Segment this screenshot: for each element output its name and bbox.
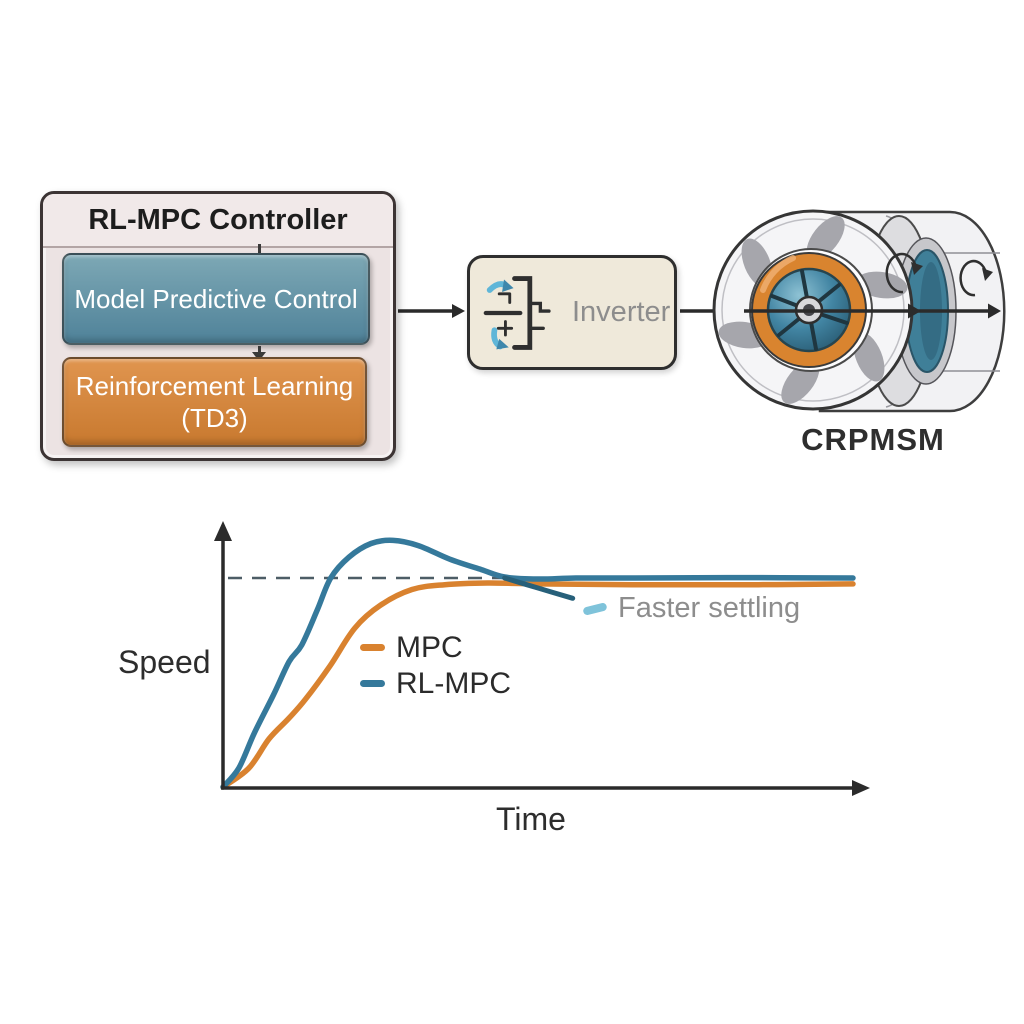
speed-time-chart: [214, 521, 870, 796]
annotation-dash-icon: [582, 601, 608, 616]
legend-entry-rl-mpc: RL-MPC: [360, 667, 511, 700]
legend-swatch-rl-mpc: [360, 680, 385, 687]
legend-swatch-mpc: [360, 644, 385, 651]
inverter-box: Inverter: [467, 255, 677, 370]
annotation-text: Faster settling: [618, 592, 801, 624]
x-axis: [221, 780, 870, 796]
inverter-label: Inverter: [572, 296, 671, 328]
x-axis-label: Time: [496, 801, 566, 837]
controller-to-inverter-arrow: [398, 304, 465, 318]
rotation-arrow-icons: [885, 252, 988, 297]
motor-illustration: [712, 209, 1006, 413]
mpc-to-rl-arrowhead-icon: [252, 352, 266, 361]
legend-entry-mpc: MPC: [360, 631, 511, 664]
faster-settling-annotation: Faster settling: [582, 592, 801, 625]
motor-label: CRPMSM: [801, 422, 945, 457]
rotor-spokes: [770, 269, 849, 351]
mpc-curve: [220, 580, 856, 790]
legend-label-rl-mpc: RL-MPC: [396, 666, 512, 700]
y-axis: [214, 521, 232, 788]
mpc-block: Model Predictive Control: [62, 253, 370, 345]
controller-title: RL-MPC Controller: [43, 194, 393, 248]
chart-legend: MPC RL-MPC: [360, 631, 511, 703]
rl-mpc-curve: [220, 537, 856, 790]
legend-label-mpc: MPC: [396, 630, 463, 664]
y-axis-label: Speed: [118, 644, 211, 680]
rl-mpc-tail: [502, 575, 576, 601]
rl-block: Reinforcement Learning (TD3): [62, 357, 367, 447]
header-to-mpc-connector: [258, 244, 261, 254]
shaft-axis-arrow: [744, 303, 1001, 319]
rl-mpc-controller-box: RL-MPC Controller Model Predictive Contr…: [40, 191, 396, 461]
inverter-bridge-icon: [483, 275, 551, 350]
mpc-to-rl-connector: [258, 346, 261, 353]
